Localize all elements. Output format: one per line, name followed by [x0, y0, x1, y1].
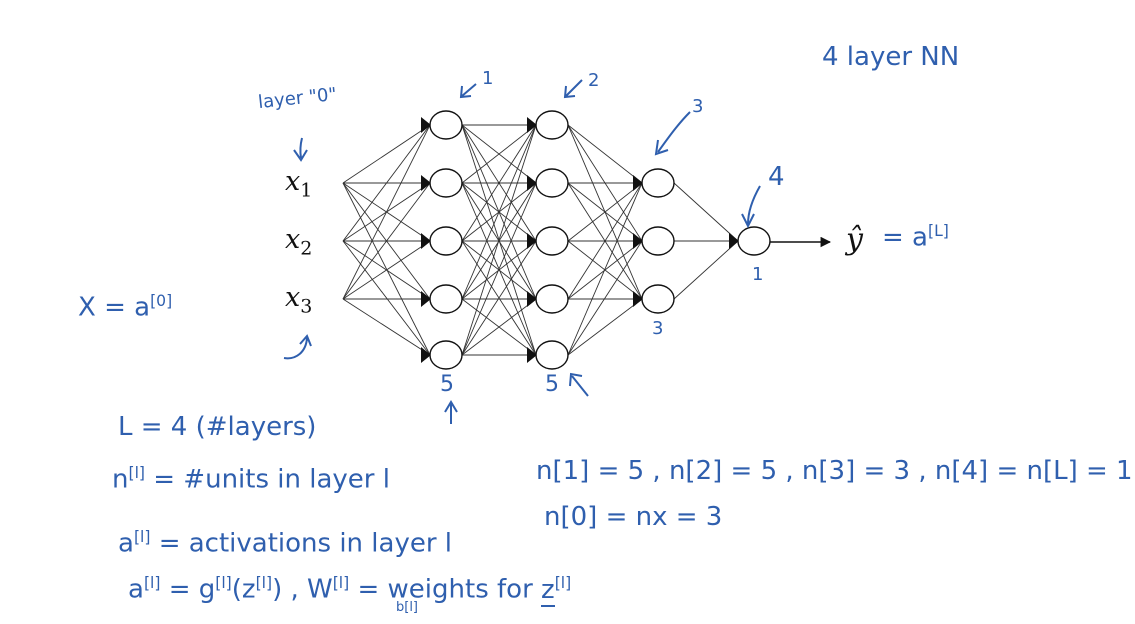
input-equation: X = a[0] — [78, 292, 173, 323]
input-arrowhead — [421, 175, 431, 191]
input-arrowhead — [633, 175, 643, 191]
note-activation-formula: a[l] = g[l](z[l]) , W[l] = weights for z… — [128, 574, 572, 607]
note-units: n[l] = #units in layer l — [112, 464, 390, 495]
edge-hidden — [673, 182, 739, 242]
input-x2: x2 — [285, 224, 313, 260]
edge-hidden — [567, 240, 643, 356]
bias-label: b[l] — [396, 600, 419, 615]
layer3-unit-2 — [641, 226, 675, 256]
edge-hidden — [461, 124, 537, 356]
input-down-arrow — [293, 137, 308, 162]
output-yhat: ŷ — [846, 222, 863, 257]
edge-input — [342, 182, 431, 356]
layer3-bottom-label: 3 — [652, 318, 664, 339]
layer1-bottom-label: 5 — [440, 372, 454, 397]
n0-equation: n[0] = nx = 3 — [544, 502, 723, 532]
edge-input — [342, 298, 431, 356]
input-arrowhead — [527, 117, 537, 133]
layer3-pointer-arrow — [654, 111, 691, 156]
input-x1: x1 — [285, 166, 313, 202]
layer2-top-label: 2 — [588, 70, 600, 91]
layer2-up-arrow — [569, 372, 589, 397]
edge-hidden — [461, 124, 537, 184]
layer2-pointer-arrow — [563, 79, 583, 99]
edge-input — [342, 124, 431, 300]
edge-hidden — [461, 124, 537, 300]
input-arrowhead — [421, 117, 431, 133]
edge-input — [342, 124, 431, 184]
layer3-top-label: 3 — [692, 96, 704, 117]
input-x3: x3 — [285, 282, 313, 318]
layer2-bottom-label: 5 — [545, 372, 559, 397]
layer1-unit-4 — [429, 284, 463, 314]
title-note: 4 layer NN — [822, 42, 960, 72]
edge-hidden — [461, 182, 537, 356]
edge-hidden — [567, 182, 643, 242]
layer2-unit-1 — [535, 110, 569, 140]
note-num-layers: L = 4 (#layers) — [118, 412, 317, 442]
layer1-pointer-arrow — [459, 83, 477, 99]
layer2-unit-3 — [535, 226, 569, 256]
output-equation: = a[L] — [882, 222, 949, 253]
layer1-unit-5 — [429, 340, 463, 370]
input-arrowhead — [527, 233, 537, 249]
layer1-unit-2 — [429, 168, 463, 198]
unit-counts: n[1] = 5 , n[2] = 5 , n[3] = 3 , n[4] = … — [536, 456, 1133, 486]
edge-input — [342, 182, 431, 300]
layer1-unit-3 — [429, 226, 463, 256]
edge-hidden — [673, 240, 739, 300]
layer4-unit-1 — [737, 226, 771, 256]
layer1-top-label: 1 — [482, 68, 494, 89]
layer1-unit-1 — [429, 110, 463, 140]
input-arrowhead — [729, 233, 739, 249]
edge-hidden — [567, 124, 643, 184]
layer2-unit-5 — [535, 340, 569, 370]
layer3-unit-3 — [641, 284, 675, 314]
input-arrowhead — [421, 233, 431, 249]
edge-hidden — [567, 182, 643, 356]
network-nodes — [421, 110, 771, 370]
input-arrowhead — [633, 291, 643, 307]
layer2-unit-2 — [535, 168, 569, 198]
edge-hidden — [461, 240, 537, 356]
edge-hidden — [567, 298, 643, 356]
input-arrowhead — [527, 347, 537, 363]
input-arrowhead — [421, 291, 431, 307]
edge-hidden — [567, 182, 643, 300]
edge-input — [342, 240, 431, 356]
layer1-up-arrow — [444, 400, 458, 424]
edge-hidden — [461, 124, 537, 242]
edge-input — [342, 124, 431, 242]
input-arrowhead — [633, 233, 643, 249]
input-curl-arrow — [283, 334, 312, 360]
layer4-pointer-arrow — [741, 185, 761, 229]
edge-hidden — [461, 298, 537, 356]
layer4-top-label: 4 — [768, 162, 785, 192]
layer2-unit-4 — [535, 284, 569, 314]
input-arrowhead — [527, 291, 537, 307]
edge-input — [342, 240, 431, 300]
input-arrowhead — [421, 347, 431, 363]
network-edges — [342, 124, 739, 356]
layer3-unit-1 — [641, 168, 675, 198]
layer4-bottom-label: 1 — [752, 264, 764, 285]
note-activations: a[l] = activations in layer l — [118, 528, 453, 559]
input-arrowhead — [527, 175, 537, 191]
